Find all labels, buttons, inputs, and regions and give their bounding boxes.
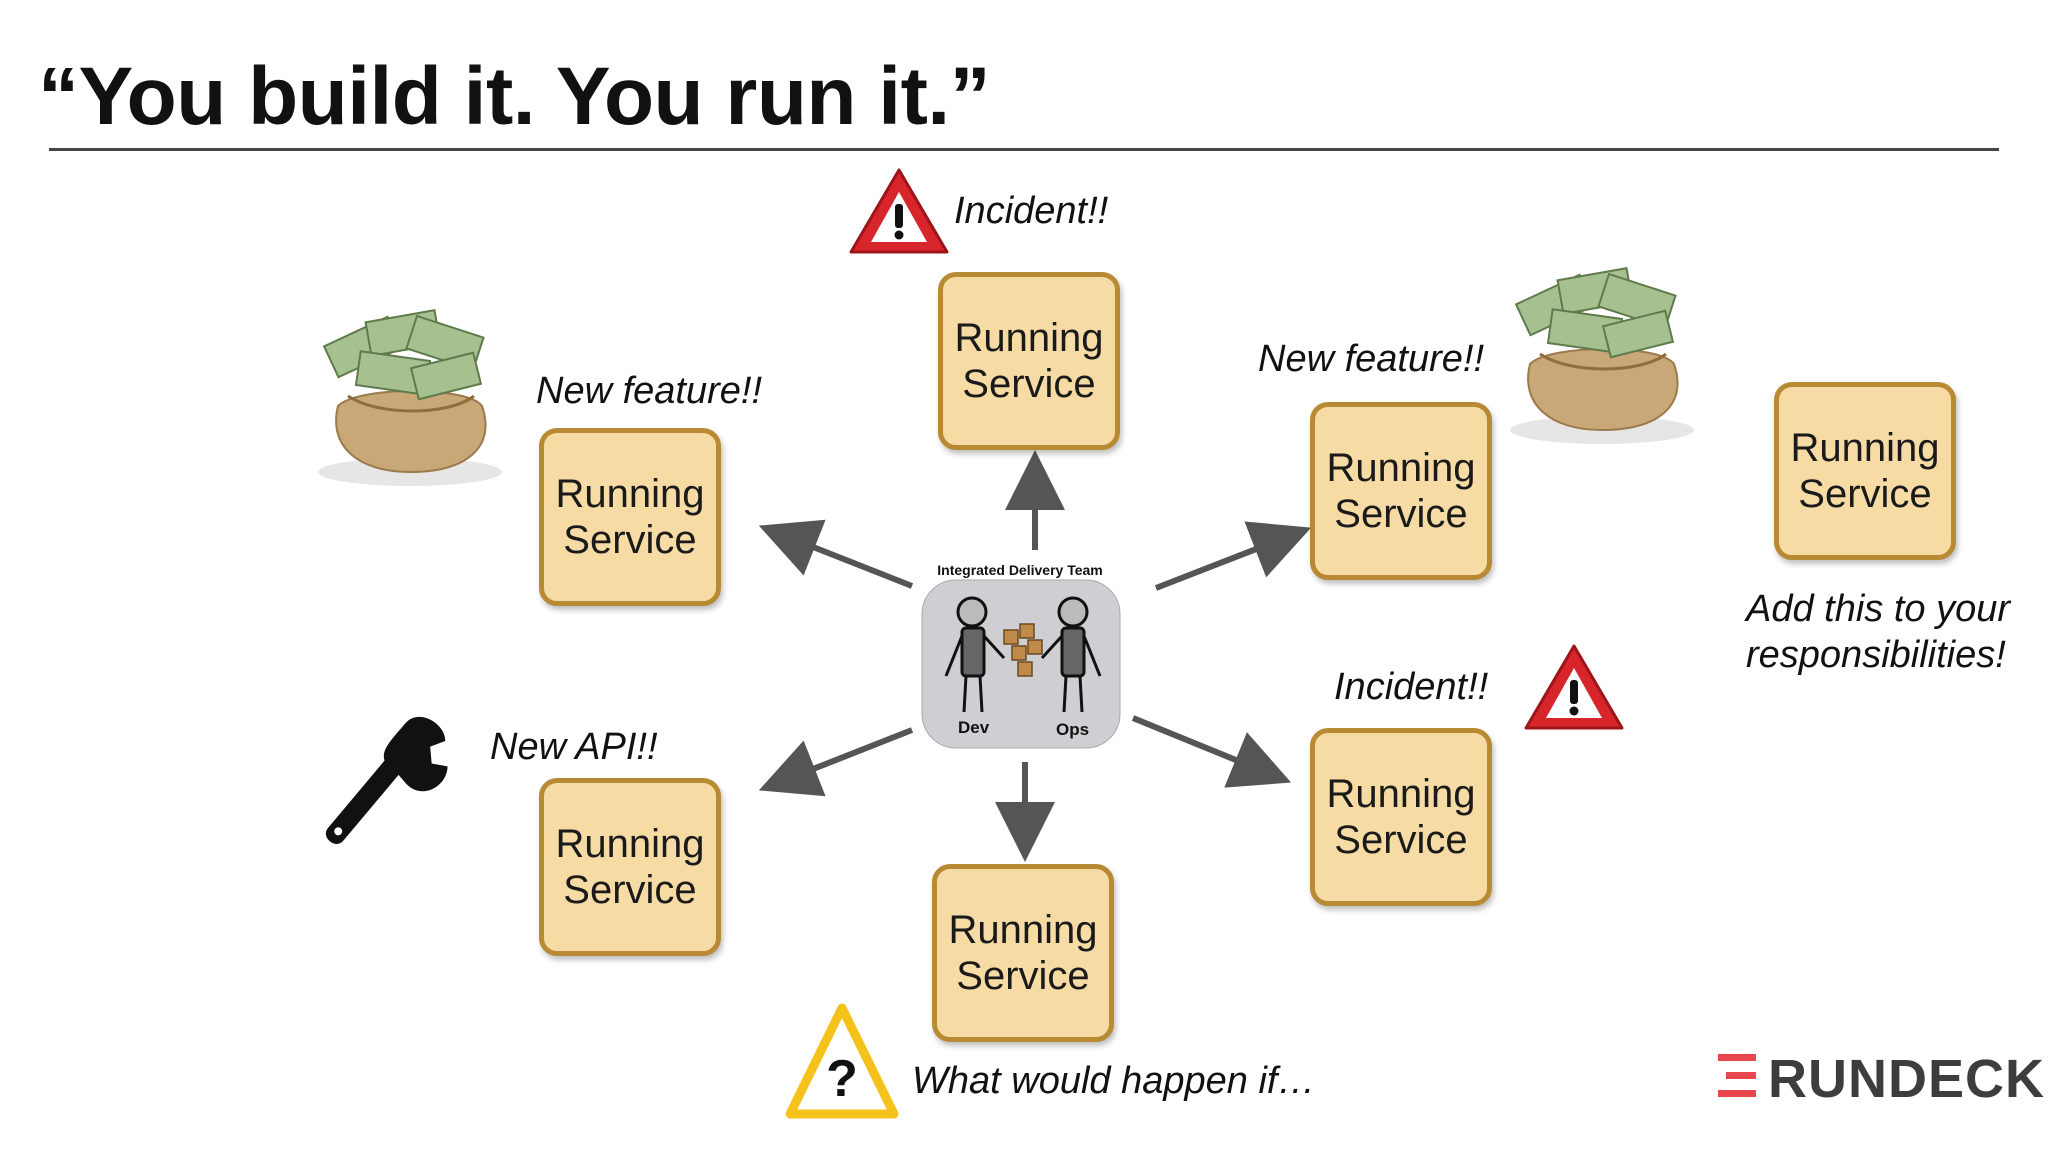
warning-triangle-icon [849, 168, 949, 254]
ops-label: Ops [1056, 720, 1090, 739]
running-service-lower-right: Running Service [1310, 728, 1492, 906]
incident-right-note: Incident!! [1334, 666, 1489, 708]
running-service-bottom: Running Service [932, 864, 1114, 1042]
svg-text:?: ? [826, 1050, 858, 1108]
question-triangle-icon: ? [785, 1003, 899, 1119]
running-service-upper-left: Running Service [539, 428, 721, 606]
money-bag-icon [1510, 267, 1694, 444]
new-feature-right-note: New feature!! [1258, 338, 1484, 380]
integrated-delivery-team-badge [921, 579, 1121, 749]
warning-triangle-icon [1524, 644, 1624, 730]
new-feature-left-note: New feature!! [536, 370, 762, 412]
incident-top-note: Incident!! [954, 190, 1109, 232]
title-divider [49, 148, 1999, 151]
responsibilities-note: Add this to your responsibilities! [1746, 588, 2011, 676]
arrow-to-upper-left-service [758, 519, 914, 589]
running-service-upper-right: Running Service [1310, 402, 1492, 580]
dev-person-icon [944, 596, 1006, 713]
slide-title: “You build it. You run it.” [38, 51, 991, 142]
rundeck-logo: RUNDECK [1718, 1048, 2045, 1110]
running-service-lower-left: Running Service [539, 778, 721, 956]
ops-person-icon [1040, 596, 1102, 713]
wrench-icon [326, 716, 448, 844]
arrow-to-lower-left-service [758, 727, 914, 797]
connector-arrows [758, 450, 1312, 862]
arrow-to-upper-right-service [1154, 521, 1312, 591]
new-api-note: New API!! [490, 726, 658, 768]
rundeck-logo-text: RUNDECK [1768, 1049, 2045, 1109]
money-bag-icon [318, 309, 502, 486]
package-boxes-icon [1003, 623, 1043, 677]
team-title: Integrated Delivery Team [937, 562, 1103, 578]
what-would-happen-note: What would happen if… [912, 1060, 1316, 1102]
dev-label: Dev [958, 718, 990, 737]
rundeck-logo-mark-icon [1718, 1054, 1756, 1097]
running-service-far-right: Running Service [1774, 382, 1956, 560]
running-service-top: Running Service [938, 272, 1120, 450]
arrow-to-lower-right-service [1131, 715, 1292, 788]
